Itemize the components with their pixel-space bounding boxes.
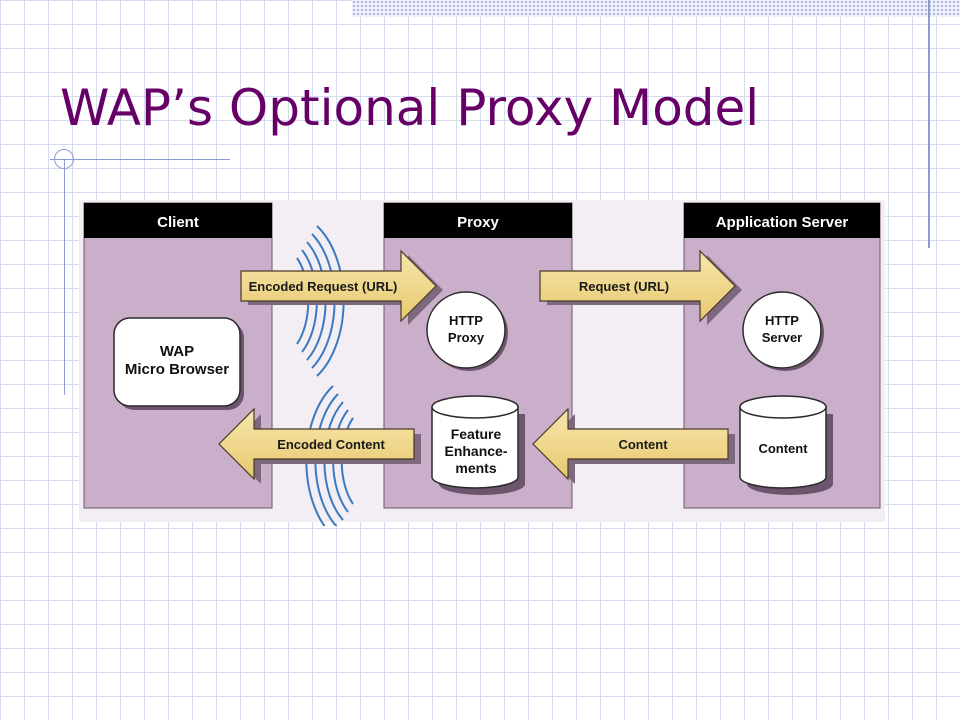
wap-browser-screen: WAP Micro Browser [113, 317, 244, 410]
http-server-node: HTTP Server [742, 291, 824, 371]
content-arrow: Content [532, 407, 735, 484]
client-header: Client [157, 214, 199, 231]
http-proxy-line1: HTTP [449, 313, 483, 328]
content-arrow-label: Content [618, 437, 668, 452]
request-arrow: Request (URL) [539, 249, 742, 325]
feature-enhancements-database: Feature Enhance- ments [431, 395, 525, 495]
http-server-line2: Server [762, 330, 802, 345]
slide-title: WAP’s Optional Proxy Model [60, 79, 760, 137]
top-decor-bar [352, 0, 960, 17]
proxy-model-diagram: Client Proxy Application Server Encoded … [79, 200, 885, 526]
proxy-header: Proxy [457, 214, 499, 231]
left-accent-line [64, 160, 65, 395]
feature-line2: Enhance- [444, 443, 507, 459]
browser-line2: Micro Browser [125, 361, 229, 378]
feature-line3: ments [455, 460, 496, 476]
crosshair-decor [54, 149, 74, 169]
app-server-header: Application Server [716, 214, 849, 231]
encoded-content-arrow: Encoded Content [218, 407, 421, 484]
content-database: Content [739, 395, 833, 495]
content-db-label: Content [758, 441, 808, 456]
feature-line1: Feature [451, 426, 502, 442]
http-server-line1: HTTP [765, 313, 799, 328]
request-label: Request (URL) [579, 279, 669, 294]
http-proxy-line2: Proxy [448, 330, 485, 345]
encoded-request-arrow: Encoded Request (URL) [240, 249, 443, 325]
browser-line1: WAP [160, 343, 194, 360]
encoded-content-label: Encoded Content [277, 437, 385, 452]
http-proxy-node: HTTP Proxy [426, 291, 508, 371]
right-accent-line [928, 0, 930, 248]
title-underline [50, 159, 230, 160]
encoded-request-label: Encoded Request (URL) [249, 279, 398, 294]
